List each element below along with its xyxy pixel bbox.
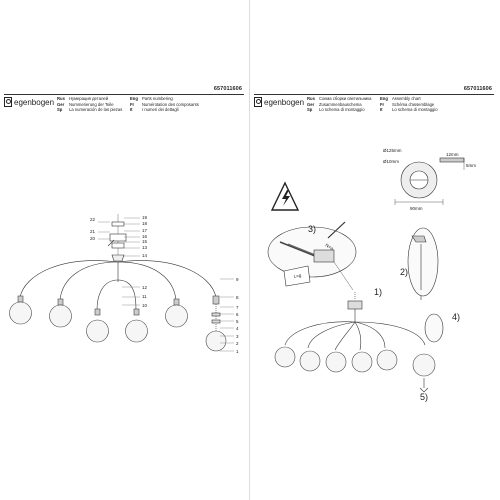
part-number: 21 bbox=[90, 229, 96, 234]
header-rule bbox=[254, 94, 494, 95]
part-number: 3 bbox=[236, 334, 239, 339]
live-wire-label: L=g bbox=[293, 273, 302, 279]
part-number: 12 bbox=[142, 285, 148, 290]
part-number: 14 bbox=[142, 253, 148, 258]
step-label: 2) bbox=[400, 267, 408, 277]
part-number: 4 bbox=[236, 326, 239, 331]
article-code: 657011606 bbox=[463, 86, 492, 92]
part-number: 22 bbox=[90, 217, 96, 222]
step-label: 1) bbox=[374, 287, 382, 297]
height-label: 5mm bbox=[466, 163, 476, 168]
part-number: 1 bbox=[236, 349, 239, 354]
part-number: 6 bbox=[236, 312, 239, 317]
depth-label: 12mm bbox=[446, 152, 459, 157]
part-number: 16 bbox=[142, 234, 148, 239]
electric-warning-icon bbox=[270, 181, 300, 211]
article-code: 657011606 bbox=[213, 86, 242, 92]
outer-diameter-label: Ø125mm bbox=[383, 148, 402, 153]
part-number: 20 bbox=[90, 236, 96, 241]
inner-diameter-label: Ø10mm bbox=[383, 159, 399, 164]
step-label: 5) bbox=[420, 392, 428, 402]
parts-diagram: 22 21 20 19 18 17 16 15 14 13 12 11 10 9… bbox=[9, 214, 239, 354]
part-number: 2 bbox=[236, 341, 239, 346]
mount-dimension-drawing bbox=[394, 157, 465, 205]
part-number: 8 bbox=[236, 295, 239, 300]
step-label: 4) bbox=[452, 312, 460, 322]
logo-text: egenbogen bbox=[264, 97, 305, 107]
part-number: 18 bbox=[142, 221, 148, 226]
logo-mark-icon bbox=[4, 97, 12, 107]
neutral-wire-label: N=a bbox=[325, 243, 335, 252]
assembly-diagram: Ø125mm Ø10mm 12mm 5mm 90mm 3) N=a L=g bbox=[267, 148, 476, 402]
logo-mark-icon bbox=[254, 97, 262, 107]
wiring-detail bbox=[267, 221, 357, 291]
page-divider bbox=[249, 0, 250, 500]
spacing-label: 90mm bbox=[410, 206, 423, 211]
part-number: 17 bbox=[142, 228, 148, 233]
part-number: 5 bbox=[236, 319, 239, 324]
part-number: 11 bbox=[142, 294, 147, 299]
brand-logo: egenbogen bbox=[4, 97, 54, 107]
brand-logo: egenbogen bbox=[254, 97, 304, 107]
logo-text: egenbogen bbox=[14, 97, 55, 107]
part-number: 15 bbox=[142, 239, 148, 244]
header-rule bbox=[4, 94, 244, 95]
part-number: 9 bbox=[236, 277, 239, 282]
part-number: 7 bbox=[236, 305, 239, 310]
bolt-detail bbox=[407, 227, 439, 300]
part-number: 19 bbox=[142, 215, 148, 220]
part-number: 10 bbox=[142, 303, 148, 308]
assembled-fixture bbox=[274, 292, 444, 393]
part-number: 13 bbox=[142, 245, 148, 250]
step-label: 3) bbox=[308, 224, 316, 234]
